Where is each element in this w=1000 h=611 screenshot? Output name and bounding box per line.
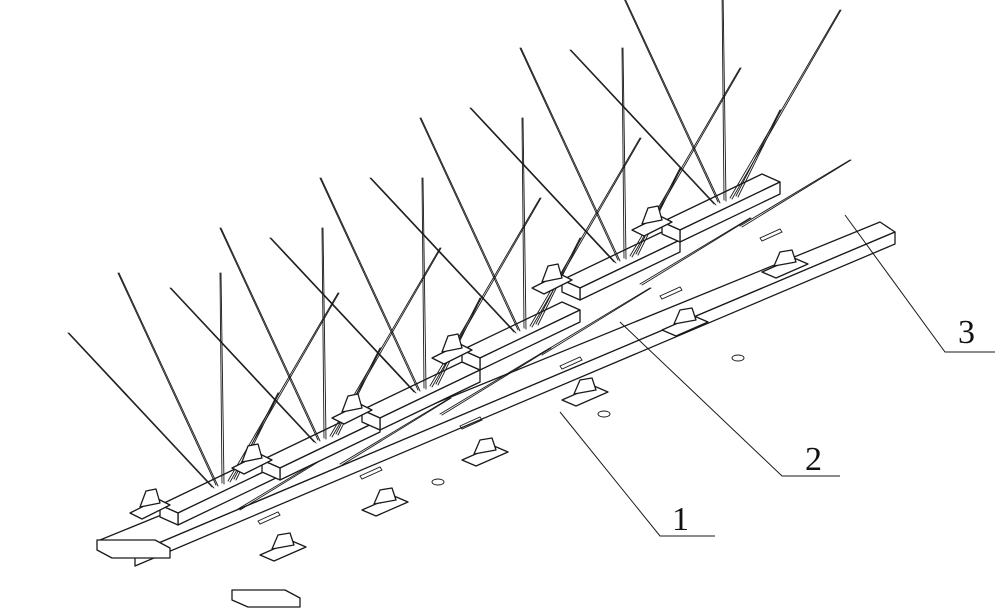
holder-plate-side — [661, 221, 681, 243]
spike-wire-edge — [270, 237, 417, 394]
spike-wire-edge — [118, 272, 219, 487]
holder-plate-side — [361, 409, 381, 431]
clip-boss-right — [773, 249, 797, 267]
clip-boss-right — [673, 307, 697, 325]
clip-boss-right — [473, 437, 497, 455]
spike-wire-edge — [170, 287, 317, 444]
plate-slot — [257, 511, 281, 525]
spike-wire-edge — [570, 49, 717, 206]
spike-wire — [721, 0, 725, 201]
clip-boss-left — [241, 443, 263, 463]
spike-wire-edge — [741, 159, 852, 228]
spike-wire — [735, 109, 781, 197]
plate-slot — [659, 286, 683, 300]
spike-wire-edge — [625, 0, 721, 204]
spike-wire-edge — [522, 117, 527, 330]
spike-wire — [621, 47, 625, 259]
plate-slot — [559, 356, 583, 370]
callout-2-spike-holder: 2 — [805, 441, 822, 478]
callout-1-base-strip: 1 — [672, 501, 689, 538]
spike-wire — [169, 287, 315, 443]
spike-wire — [419, 117, 519, 331]
spike-wire-edge — [220, 227, 321, 442]
spike-wire-edge — [370, 177, 517, 334]
clip-boss-left — [641, 205, 663, 225]
spike-wire-edge — [341, 397, 452, 466]
clip-boss-right — [271, 532, 295, 550]
holder-plate-side — [159, 504, 179, 526]
spike-wire — [469, 107, 615, 263]
spike-wire — [729, 9, 841, 199]
holder-plate-side — [261, 459, 281, 481]
clip-boss-left — [441, 333, 463, 353]
callout-3-spike: 3 — [958, 314, 975, 351]
clip-boss-left — [341, 393, 363, 413]
spike-wire — [439, 347, 551, 415]
spike-wire — [519, 47, 619, 261]
spike-wire — [67, 332, 213, 488]
clip-boss-right — [573, 377, 597, 395]
clip-boss-left — [541, 263, 563, 283]
plate-slot — [759, 228, 783, 242]
spike-wire — [219, 272, 223, 484]
clip-boss-left — [139, 488, 161, 508]
spike-wire — [529, 137, 641, 327]
spike-wire-edge — [220, 272, 225, 485]
spike-wire-edge — [68, 332, 215, 489]
spike-wire — [321, 227, 325, 439]
clip-boss-right — [373, 487, 397, 505]
spike-wire — [624, 0, 719, 203]
spike-wire — [539, 287, 651, 355]
spike-wire-edge — [470, 107, 617, 264]
spike-wire — [521, 117, 525, 329]
holder-plate-side — [561, 279, 581, 301]
spike-wire — [117, 272, 217, 486]
spike-wire-edge — [731, 9, 842, 200]
spike-wire — [739, 159, 851, 227]
spike-wire-edge — [441, 347, 552, 416]
spike-units — [67, 0, 852, 562]
plate-slot — [459, 416, 483, 430]
spike-wire — [219, 227, 319, 441]
spike-wire-edge — [320, 177, 421, 392]
spike-unit — [169, 227, 452, 517]
holder-plate-side — [461, 349, 481, 371]
spike-wire — [639, 217, 751, 285]
spike-wire-edge — [737, 109, 782, 198]
spike-wire-edge — [622, 47, 627, 260]
spike-wire-edge — [420, 117, 521, 332]
spike-wire-edge — [520, 47, 621, 262]
spike-wire-edge — [322, 227, 327, 440]
spike-wire-edge — [722, 0, 727, 202]
spike-wire — [569, 49, 715, 205]
spike-wire — [369, 177, 515, 333]
spike-wire-edge — [541, 287, 652, 356]
spike-wire — [421, 177, 425, 389]
spike-wire — [319, 177, 419, 391]
spike-wire — [269, 237, 415, 393]
spike-unit — [369, 117, 652, 407]
leader-lines — [559, 214, 995, 537]
spike-unit — [569, 0, 852, 279]
spike-wire-edge — [422, 177, 427, 390]
spike-wire — [339, 397, 451, 465]
spike-wire-edge — [641, 217, 752, 286]
plate-slot — [359, 466, 383, 480]
